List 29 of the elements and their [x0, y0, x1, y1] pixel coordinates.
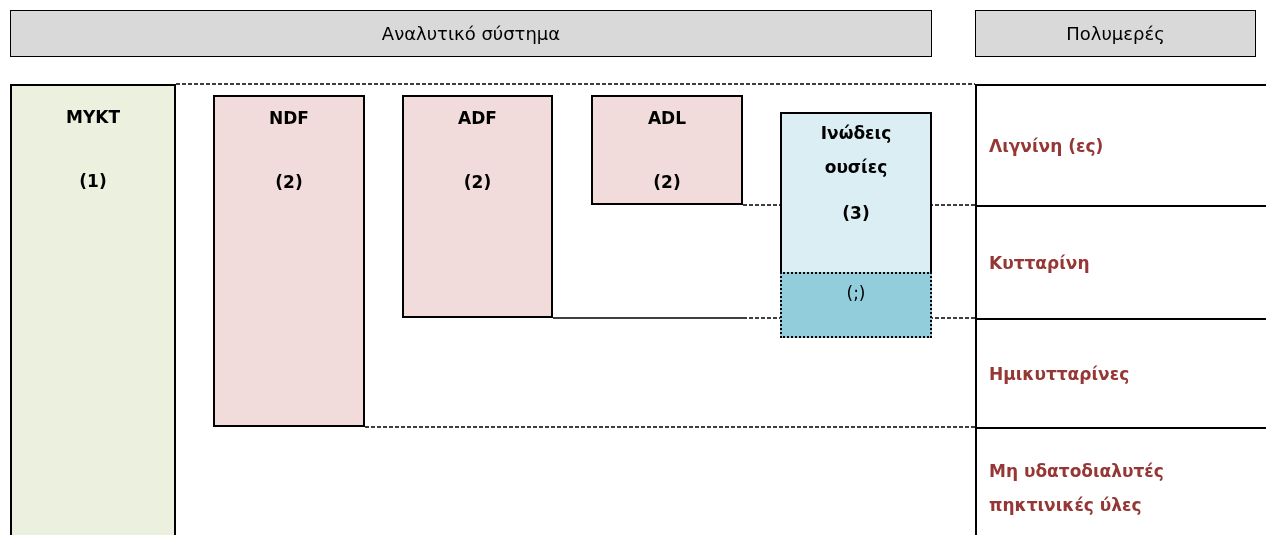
box-text: (2) [652, 171, 682, 194]
header-bar [10, 10, 932, 57]
box-text: ADF [457, 107, 498, 130]
table-cell [975, 205, 1266, 318]
box-text: (2) [462, 171, 493, 194]
column-box [402, 95, 553, 318]
table-cell [975, 84, 1266, 205]
box-text: (2) [274, 171, 304, 194]
column-box [780, 112, 932, 272]
box-text: NDF [268, 107, 310, 130]
box-text: ADL [646, 107, 688, 130]
column-box [10, 84, 176, 535]
column-box [780, 272, 932, 338]
box-text: (1) [78, 170, 108, 193]
box-text: Αναλυτικό σύστημα [380, 21, 562, 46]
box-text: Ινώδεις ουσίες [819, 122, 893, 179]
column-box [591, 95, 743, 205]
table-cell [975, 318, 1266, 427]
box-text: Μη υδατοδιαλυτές πηκτινικές ύλες [989, 460, 1165, 517]
box-text: Ημικυτταρίνες [989, 362, 1131, 386]
column-box [213, 95, 365, 427]
header-bar [975, 10, 1256, 57]
table-cell [975, 427, 1266, 535]
box-text: Πολυμερές [1065, 21, 1166, 46]
box-text: Λιγνίνη (ες) [989, 134, 1105, 158]
box-text: (;) [845, 282, 867, 305]
box-text: Κυτταρίνη [989, 251, 1091, 275]
box-text: (3) [841, 202, 871, 225]
box-text: MYKT [65, 106, 121, 129]
